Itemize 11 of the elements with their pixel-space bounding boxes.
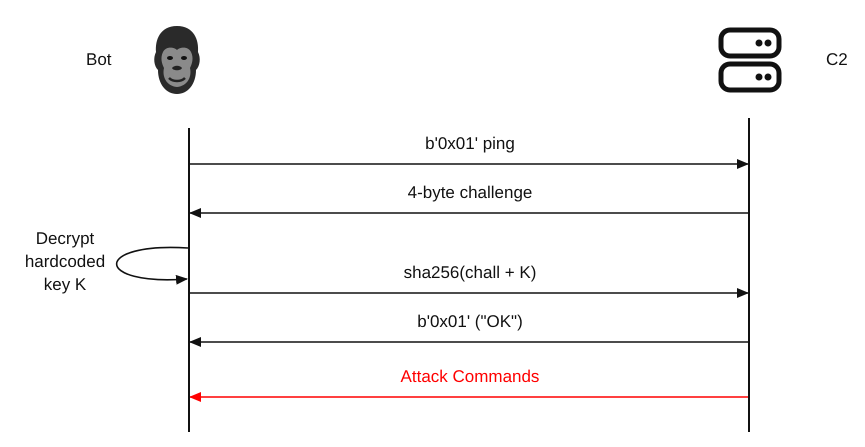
message-arrow	[190, 159, 749, 169]
edge-label: Decrypt hardcoded key K	[24, 228, 106, 296]
message-arrow	[190, 288, 749, 298]
participant-label: C2	[826, 50, 848, 70]
self-loop-arrow	[116, 246, 188, 284]
participant-label: Bot	[86, 50, 112, 70]
message-arrow	[189, 392, 748, 402]
message-arrow	[189, 208, 748, 218]
message-arrow	[189, 337, 748, 347]
lifeline	[188, 128, 190, 432]
lifeline	[748, 118, 750, 432]
